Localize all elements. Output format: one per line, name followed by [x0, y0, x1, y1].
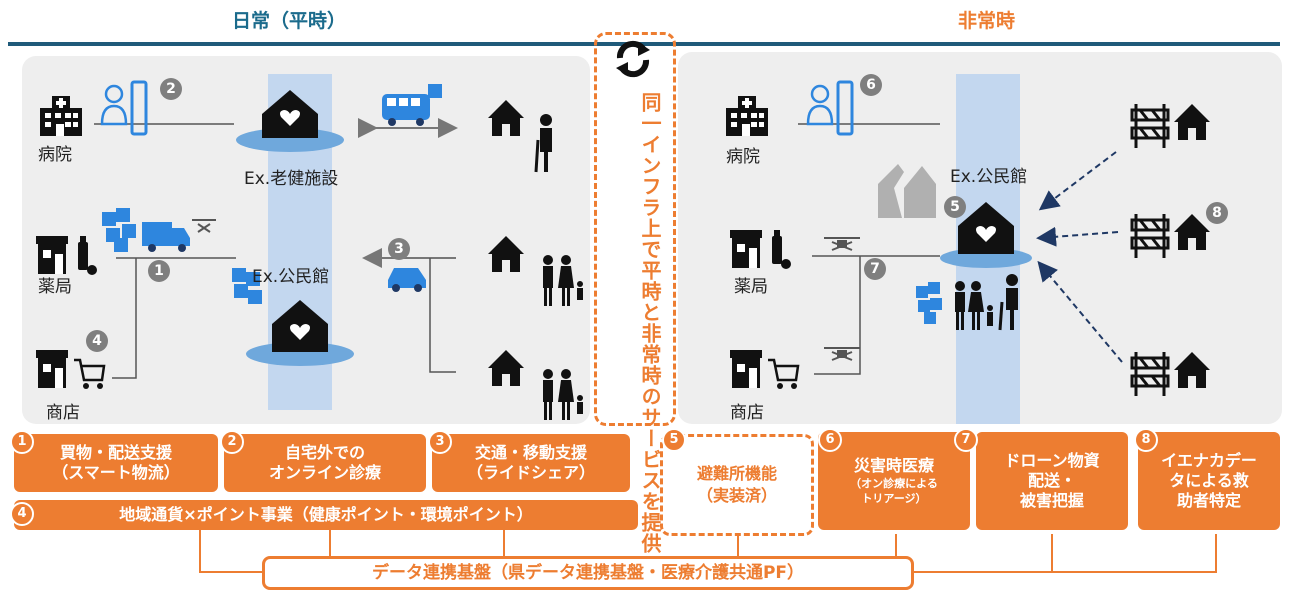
badge-5: 5 [944, 196, 966, 218]
store-icon [36, 350, 106, 389]
pharmacy-icon [36, 236, 97, 275]
home-family-icon-2 [488, 350, 583, 420]
badge-8: 8 [1206, 202, 1228, 224]
service-5-line1: 避難所機能 [696, 464, 777, 483]
disaster-icon [878, 164, 936, 218]
badge-6: 6 [860, 74, 882, 96]
data-platform-box: データ連携基盤（県データ連携基盤・医療介護共通PF） [262, 556, 914, 590]
service-7-line2: 配送・ [1027, 471, 1076, 490]
store-label: 商店 [46, 403, 80, 423]
service-box-4: 地域通貨×ポイント事業（健康ポイント・環境ポイント） [14, 500, 638, 530]
hospital-label: 病院 [38, 145, 72, 165]
service-8-line3: 助者特定 [1176, 491, 1241, 510]
home-family-icon [488, 236, 583, 306]
badge-3: 3 [388, 238, 410, 260]
store-label-emergency: 商店 [730, 403, 764, 423]
service-3-line2: （ライドシェア） [466, 463, 595, 482]
badge-2: 2 [160, 78, 182, 100]
service-box-7: ドローン物資 配送・ 被害把握 [976, 432, 1128, 530]
service-1-number: 1 [10, 430, 34, 454]
badge-1: 1 [148, 260, 170, 282]
service-3-number: 3 [428, 430, 452, 454]
same-infrastructure-box [594, 32, 676, 426]
service-5-line2: （実装済） [696, 486, 777, 505]
bus-icon [382, 84, 442, 126]
service-2-line2: オンライン診療 [268, 463, 381, 482]
evacuation-center-label: Ex.公民館 [950, 167, 1028, 187]
same-infrastructure-text: 同一インフラ上で平時と非常時のサービスを提供 [638, 92, 662, 554]
service-5-number: 5 [662, 428, 686, 452]
service-3-line1: 交通・移動支援 [474, 443, 587, 462]
service-4-number: 4 [10, 502, 34, 526]
service-7-line1: ドローン物資 [1004, 451, 1100, 470]
evacuees-icon [916, 274, 1018, 331]
drone-icon-2 [824, 347, 860, 361]
service-6-line3: トリアージ） [861, 492, 927, 505]
emergency-times-title: 非常時 [958, 10, 1016, 32]
service-box-5: 避難所機能 （実装済） [660, 434, 814, 536]
supply-boxes-icon [232, 268, 262, 304]
hospital-icon [40, 96, 82, 136]
car-icon [388, 268, 426, 292]
badge-4: 4 [86, 330, 108, 352]
service-8-number: 8 [1134, 428, 1158, 452]
delivery-truck-icon [102, 208, 216, 252]
hospital-label-emergency: 病院 [726, 147, 760, 167]
header-divider [8, 42, 1280, 46]
drone-icon [824, 237, 860, 251]
service-7-line3: 被害把握 [1019, 491, 1084, 510]
service-box-1: 買物・配送支援 （スマート物流） [14, 434, 218, 492]
care-facility-label: Ex.老健施設 [244, 169, 339, 189]
service-4-line1: 地域通貨×ポイント事業（健康ポイント・環境ポイント） [119, 505, 533, 524]
community-center-label: Ex.公民館 [252, 267, 330, 287]
pharmacy-label: 薬局 [38, 277, 72, 297]
care-facility-icon [236, 90, 344, 152]
store-icon-emergency [730, 350, 800, 389]
cycle-icon [616, 40, 650, 78]
home-elderly-icon [488, 100, 552, 173]
doctor-tablet-icon-emergency [806, 80, 854, 136]
service-7-number: 7 [954, 428, 978, 452]
hospital-icon-emergency [726, 96, 768, 136]
doctor-tablet-icon [100, 80, 148, 136]
service-2-number: 2 [220, 430, 244, 454]
pharmacy-label-emergency: 薬局 [734, 277, 768, 297]
service-6-line1: 災害時医療 [853, 456, 934, 475]
service-box-6: 災害時医療 （オン診療による トリアージ） [818, 432, 970, 530]
service-2-line1: 自宅外での [284, 443, 365, 462]
badge-7: 7 [864, 258, 886, 280]
service-box-2: 自宅外での オンライン診療 [224, 434, 426, 492]
evacuation-center-icon [940, 202, 1032, 268]
community-center-icon [246, 300, 354, 366]
normal-times-title: 日常（平時） [232, 10, 347, 32]
service-8-line1: イエナカデー [1161, 451, 1257, 470]
damaged-home-icon [1130, 104, 1210, 148]
service-1-line2: （スマート物流） [52, 463, 180, 482]
service-1-line1: 買物・配送支援 [59, 443, 172, 462]
damaged-home-icon-2 [1130, 214, 1210, 258]
service-8-line2: タによる救 [1169, 471, 1249, 490]
service-box-3: 交通・移動支援 （ライドシェア） [432, 434, 630, 492]
damaged-home-icon-3 [1130, 352, 1210, 396]
pharmacy-icon-emergency [730, 230, 791, 269]
service-6-number: 6 [818, 428, 842, 452]
service-box-8: イエナカデー タによる救 助者特定 [1138, 432, 1280, 530]
service-6-line2: （オン診療による [850, 477, 938, 490]
